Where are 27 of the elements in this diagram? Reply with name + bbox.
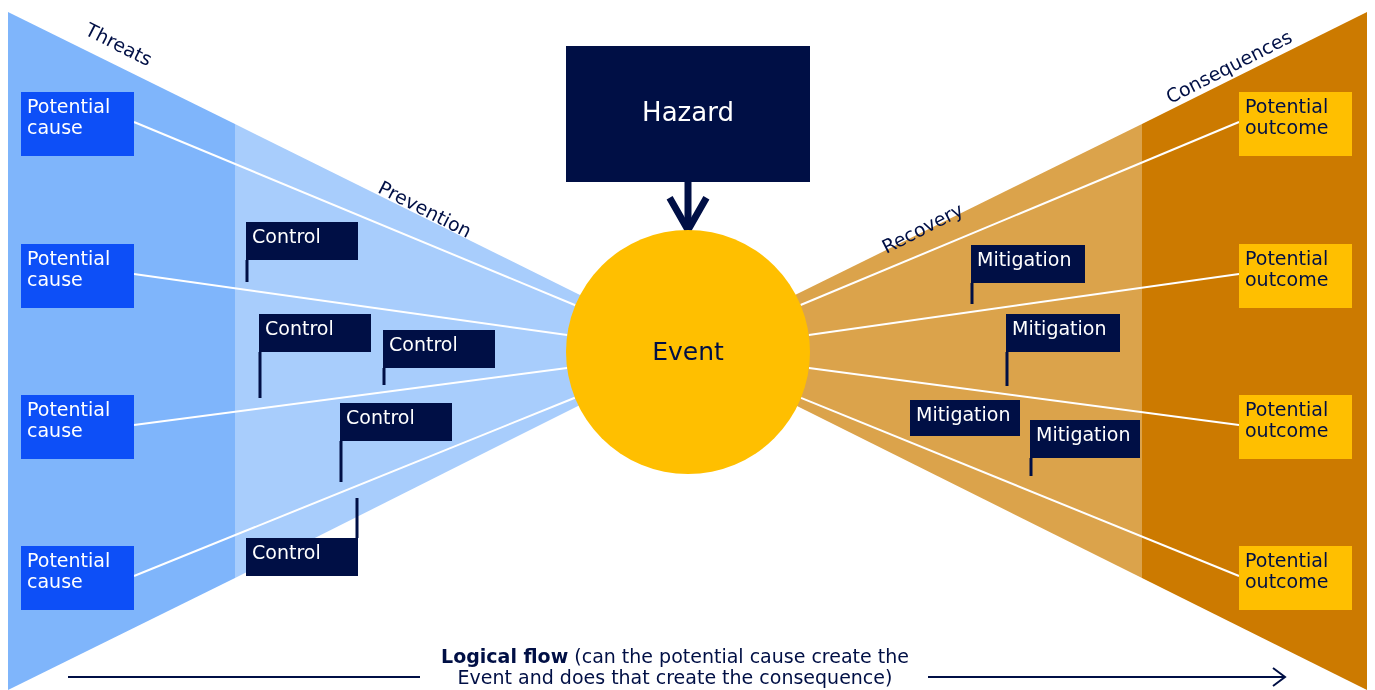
outcome-box: Potential outcome — [1239, 244, 1352, 308]
connector-line — [799, 121, 1240, 306]
control-box: Control — [259, 314, 371, 352]
mitigation-box: Mitigation — [910, 400, 1020, 436]
outcome-box: Potential outcome — [1239, 546, 1352, 610]
event-circle: Event — [566, 230, 810, 474]
cause-box: Potential cause — [21, 244, 134, 308]
connector-line — [807, 367, 1240, 426]
control-box: Control — [246, 538, 358, 576]
connector-line — [133, 121, 577, 307]
connector-line — [133, 273, 569, 336]
connector-line — [133, 366, 569, 426]
mitigation-box: Mitigation — [1030, 420, 1140, 458]
hazard-box: Hazard — [566, 46, 810, 182]
connector-line — [800, 396, 1240, 577]
connector-line — [807, 273, 1240, 336]
cause-box: Potential cause — [21, 546, 134, 610]
mitigation-box: Mitigation — [971, 245, 1085, 283]
control-box: Control — [340, 403, 452, 441]
outcome-box: Potential outcome — [1239, 395, 1352, 459]
cause-box: Potential cause — [21, 92, 134, 156]
control-box: Control — [246, 222, 358, 260]
cause-box: Potential cause — [21, 395, 134, 459]
connector-line — [133, 396, 576, 577]
control-box: Control — [383, 330, 495, 368]
mitigation-box: Mitigation — [1006, 314, 1120, 352]
flow-note: Logical flow (can the potential cause create the Event and does that create the consequence) — [440, 646, 910, 688]
